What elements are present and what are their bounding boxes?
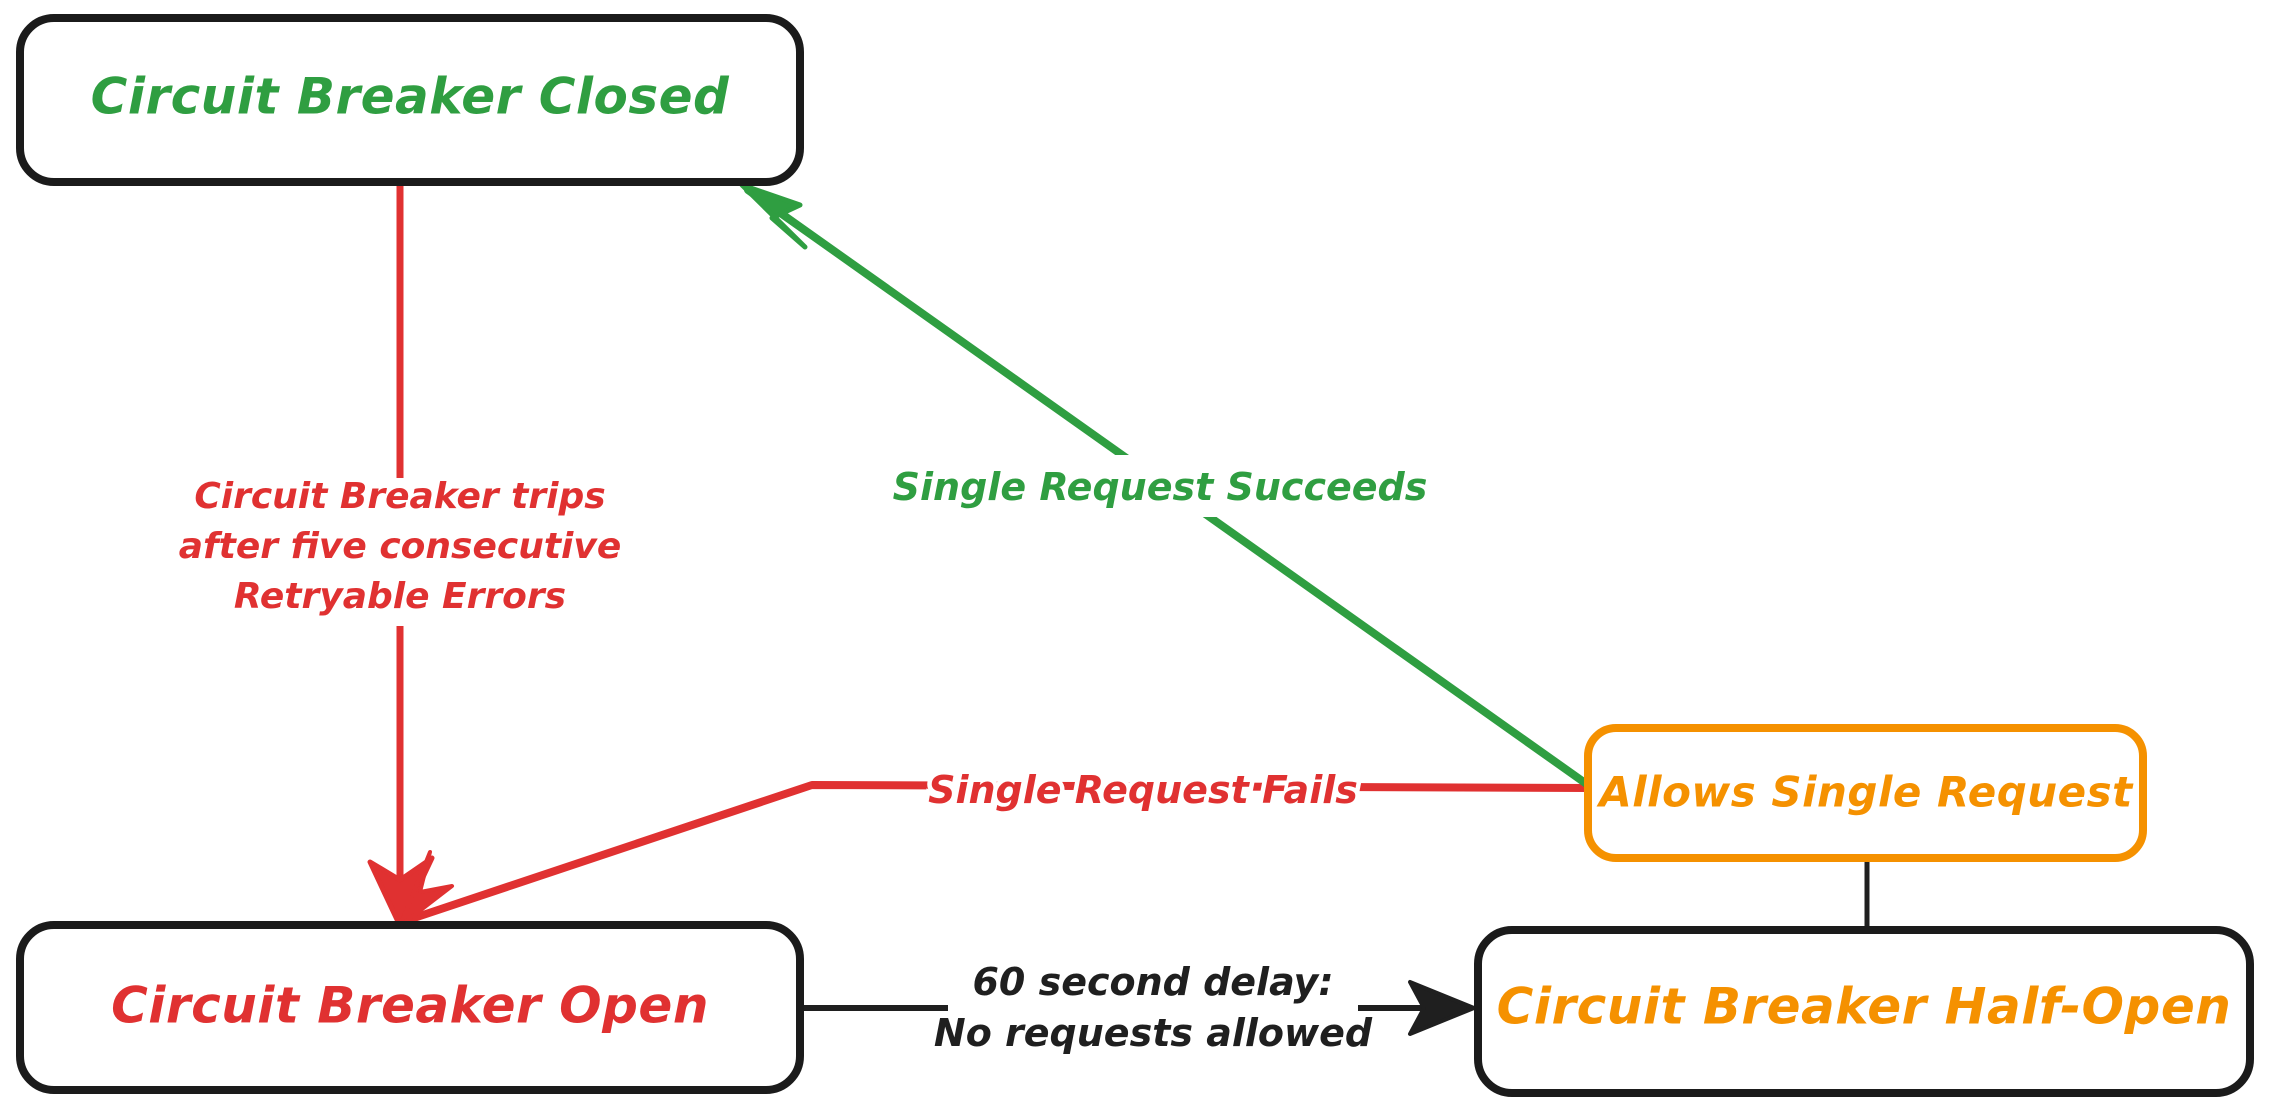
edge-label-closed-to-open: Circuit Breaker trips after five consecu…: [172, 476, 632, 626]
edge-line-allows-to-open: [398, 781, 1592, 926]
node-circuit-breaker-open[interactable]: Circuit Breaker Open: [16, 921, 804, 1094]
node-allows-single-request[interactable]: Allows Single Request: [1584, 724, 2147, 862]
edge-label-open-to-half-open-backdrop: [948, 952, 1358, 1070]
edge-label-allows-to-closed-backdrop: [912, 455, 1412, 517]
node-allows-label: Allows Single Request: [1596, 768, 2134, 817]
node-circuit-breaker-half-open[interactable]: Circuit Breaker Half-Open: [1474, 926, 2254, 1097]
edge-label-closed-to-open-line-2: after five consecutive: [179, 526, 622, 567]
node-closed-label: Circuit Breaker Closed: [91, 68, 730, 126]
arrowhead-allows-to-open-secondary: [398, 850, 454, 928]
node-half-open-label: Circuit Breaker Half-Open: [1497, 978, 2232, 1036]
edge-allows-to-open: [398, 781, 1592, 928]
node-half-open-box[interactable]: [1474, 926, 2254, 1097]
edge-label-closed-to-open-line-3: Retryable Errors: [234, 576, 566, 617]
node-open-box[interactable]: [16, 921, 804, 1094]
edge-label-closed-to-open-line-1: Circuit Breaker trips: [194, 476, 605, 517]
edge-label-allows-to-open-line-1: Single Request Fails: [928, 768, 1358, 812]
node-circuit-breaker-closed[interactable]: Circuit Breaker Closed: [16, 14, 804, 186]
arrowhead-allows-to-closed: [739, 182, 808, 250]
edge-label-allows-to-open: Single Request Fails: [924, 764, 1363, 817]
edge-label-closed-to-open-backdrop: [172, 478, 632, 626]
edge-label-open-to-half-open: 60 second delay: No requests allowed: [934, 952, 1373, 1070]
edge-label-open-to-half-open-line-2: No requests allowed: [934, 1011, 1373, 1055]
node-allows-box[interactable]: [1584, 724, 2147, 862]
edge-label-allows-to-closed-line-1: Single Request Succeeds: [893, 465, 1428, 509]
edge-label-allows-to-closed: Single Request Succeeds: [893, 455, 1428, 517]
arrowhead-open-to-half-open: [1408, 980, 1476, 1036]
edge-label-open-to-half-open-line-1: 60 second delay:: [972, 960, 1333, 1004]
node-open-label: Circuit Breaker Open: [111, 977, 709, 1035]
node-closed-box[interactable]: [16, 14, 804, 186]
